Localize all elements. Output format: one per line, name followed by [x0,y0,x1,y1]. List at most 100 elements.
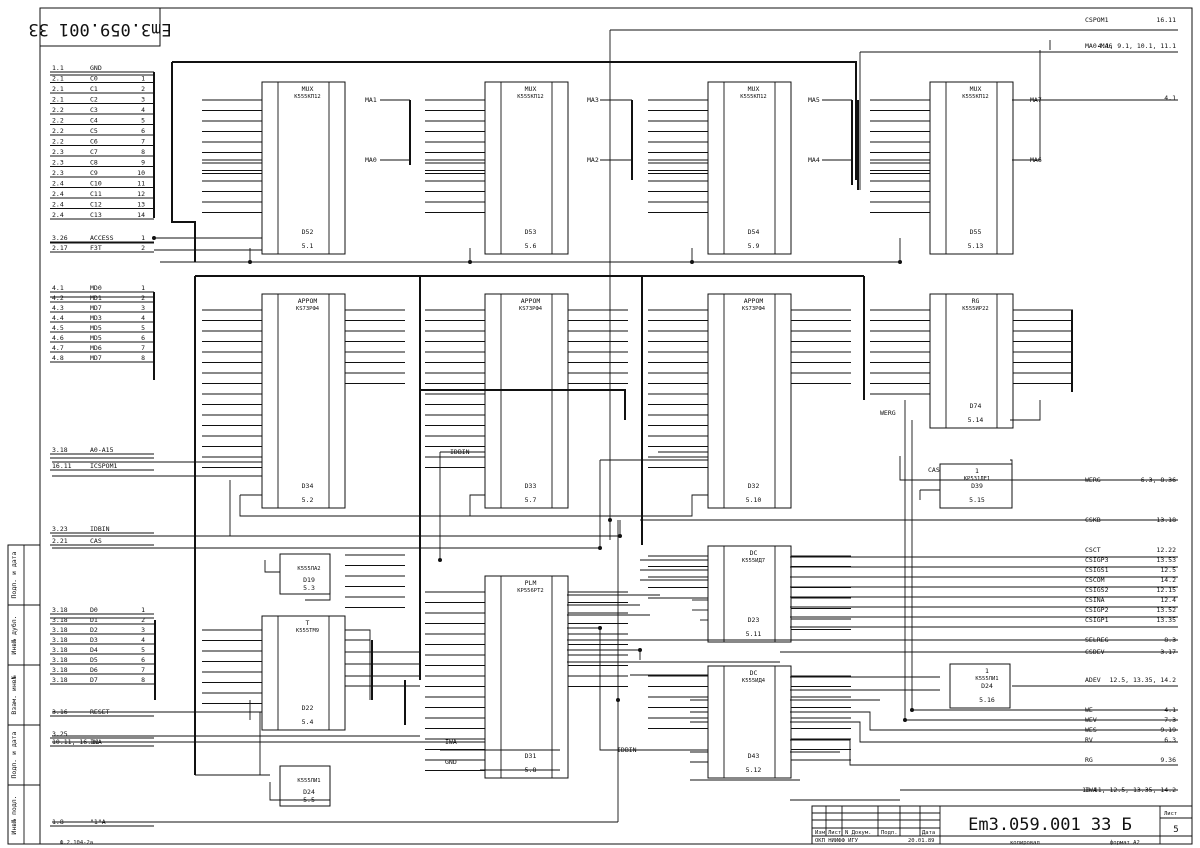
chip-location: 5.2 [302,496,314,504]
chip-ref: D33 [525,482,537,490]
left-signal-cell: 4 [141,106,145,114]
left-signal-cell: 2.3 [52,159,64,167]
left-signal-cell: 3.18 [52,606,68,614]
side-label: Подп. и дата [10,731,18,778]
side-strip: Подп. и дата Инв№ дубл. Взам. инв№ Подп.… [7,544,41,845]
left-signal-cell: MD0 [90,284,102,292]
left-signal-cell: 2 [141,294,145,302]
output-reference: 6.3, 8.36 [1141,476,1176,484]
left-signal-cell: 4 [141,314,145,322]
chip-part: K555KП12 [962,94,989,100]
left-signal-cell: MD7 [90,304,102,312]
output-signal: RG [1085,756,1093,764]
left-signal-cell: 3.25 [52,730,68,738]
form-code: Ф.2.104-2а [60,840,93,846]
sheet-label: Лист [1164,811,1177,817]
chip-type: 1 [985,667,989,675]
output-signal: CSIGP2 [1085,606,1109,614]
chip-type: DC [750,549,758,557]
chip-type: MUX [525,85,537,93]
chip-type: T [306,619,310,627]
chip-type: 1 [975,467,979,475]
left-signal-cell: CAS [90,537,102,545]
left-signal-cell: 13 [137,201,145,209]
chip-ref: D23 [748,616,760,624]
left-signal-cell: 3.26 [52,234,68,242]
chip-type: APPOM [298,297,318,305]
side-label: Инв№ подл. [10,795,18,834]
chip-part: KЅ73PФ4 [519,306,543,312]
output-reference: 13.35 [1156,616,1176,624]
chip-type: MUX [970,85,982,93]
left-signal-cell: 3.23 [52,525,68,533]
mirrored-doc-code: Em3.059.001 33 [28,19,171,39]
left-signal-cell: 7 [141,344,145,352]
output-signal: WERG [1085,476,1101,484]
output-reference: 10.11, 12.5, 13.35, 14.2 [1082,786,1176,794]
left-signal-cell: 3.16 [52,708,68,716]
output-signal: CSINA [1085,596,1105,604]
left-signal-cell: A0-A15 [90,446,114,454]
left-signal-cell: 2.4 [52,211,64,219]
left-signal-cell: 4.4 [52,314,64,322]
left-signal-cell: 1.1 [52,64,64,72]
net-label: CAS [928,466,940,474]
left-signal-cell: 2.1 [52,85,64,93]
net-label: GND [445,758,457,766]
chip-part: KЅ73PФ4 [296,306,320,312]
chip-type: MUX [302,85,314,93]
left-signal-cell: 3.18 [52,636,68,644]
tb-col: Изм [815,830,826,836]
format-label: формат А2 [1110,840,1140,846]
chip-location: 5.5 [303,796,315,804]
chip-part: K555ИД4 [742,678,766,684]
left-signal-cell: C10 [90,180,102,188]
output-signal: SELREG [1085,636,1109,644]
left-signal-cell: 4.8 [52,354,64,362]
output-reference: 7.3 [1164,716,1176,724]
output-signal: CSIGS1 [1085,566,1109,574]
left-signal-cell: 3.18 [52,616,68,624]
output-signal: ADEV [1085,676,1101,684]
left-signal-cell: 4.3 [52,304,64,312]
left-signal-cell: 3.18 [52,446,68,454]
left-signal-cell: 8 [141,148,145,156]
net-label: MA3 [587,96,599,104]
chip-location: 5.10 [746,496,762,504]
left-signal-cell: ACCESS [90,234,114,242]
output-reference: 13.18 [1156,516,1176,524]
left-signal-cell: C11 [90,190,102,198]
side-label: Подп. и дата [10,551,18,598]
output-signal: CSIGP3 [1085,556,1109,564]
output-reference: 3.17 [1160,648,1176,656]
left-signal-cell: 2.2 [52,106,64,114]
left-signal-cell: 1 [141,75,145,83]
output-signal: WES [1085,726,1097,734]
left-signal-cell: 4.2 [52,294,64,302]
side-label: Взам. инв№ [10,675,18,714]
chip-part: K555ЛИ1 [975,676,998,682]
left-signal-cell: MD5 [90,324,102,332]
chip-ref: D31 [525,752,537,760]
output-reference: 9.19 [1160,726,1176,734]
tb-col: Дата [922,830,935,836]
left-signal-cell: 10 [137,169,145,177]
copied-label: копировал [1010,840,1040,846]
output-reference: 4.1 [1164,706,1176,714]
left-signal-cell: 3.18 [52,676,68,684]
chip-ref: D52 [302,228,314,236]
left-signal-cell: 1 [141,284,145,292]
left-signal-cell: C8 [90,159,98,167]
left-signal-cell: MD7 [90,354,102,362]
tb-col: N Докум. [845,830,872,836]
left-signal-cell: 2.1 [52,96,64,104]
output-signal: CSIGP1 [1085,616,1109,624]
chip-location: 5.4 [302,718,314,726]
output-reference: 14.2 [1160,576,1176,584]
chip-part: K555ИР22 [962,306,989,312]
chip-ref: D55 [970,228,982,236]
left-signal-cell: MD5 [90,334,102,342]
output-reference: 4.1 [1164,94,1176,102]
left-signal-cell: 4.1 [52,284,64,292]
